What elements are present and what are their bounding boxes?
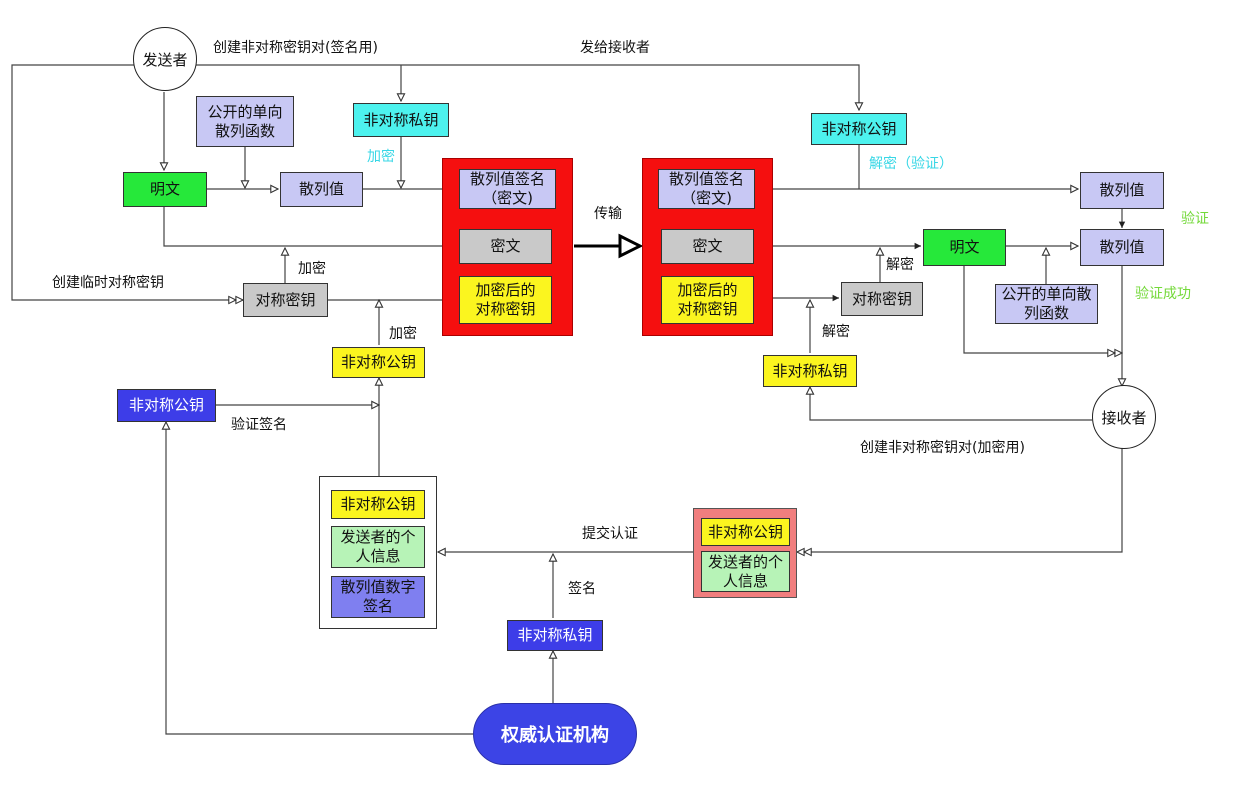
certificate-signature: 散列值数字 签名: [331, 576, 425, 618]
certificate-public-key: 非对称公钥: [331, 490, 425, 519]
label-transmit: 传输: [594, 206, 622, 222]
label-create-keypair-sign: 创建非对称密钥对(签名用): [213, 40, 378, 56]
packet-ciphertext-received: 密文: [661, 229, 754, 264]
request-sender-info: 发送者的个 人信息: [701, 551, 790, 592]
packet-signature-received: 散列值签名 （密文): [658, 169, 755, 209]
private-key-box: 非对称私钥: [353, 103, 449, 137]
label-create-keypair-encrypt: 创建非对称密钥对(加密用): [860, 440, 1025, 456]
request-public-key: 非对称公钥: [701, 518, 790, 546]
sender-public-key-box: 非对称公钥: [811, 113, 907, 145]
label-encrypt-signature: 加密: [367, 149, 395, 165]
certificate-authority: 权威认证机构: [473, 703, 637, 765]
label-send-to-receiver: 发给接收者: [580, 40, 650, 56]
hash-function-box: 公开的单向 散列函数: [196, 96, 294, 147]
decrypted-plaintext-box: 明文: [923, 229, 1006, 266]
decrypted-symmetric-key-box: 对称密钥: [841, 282, 923, 316]
computed-hash-box: 散列值: [1080, 229, 1164, 266]
receiver-private-key-box: 非对称私钥: [763, 355, 857, 387]
packet-signature: 散列值签名 （密文): [459, 169, 556, 209]
label-encrypt-key: 加密: [389, 326, 417, 342]
hash-value-box: 散列值: [280, 172, 363, 207]
receiver-bubble: 接收者: [1092, 385, 1156, 449]
label-decrypt-ciphertext: 解密: [886, 257, 914, 273]
decrypted-hash-box: 散列值: [1080, 172, 1164, 209]
label-decrypt-verify: 解密（验证）: [869, 156, 953, 172]
label-encrypt-plaintext: 加密: [298, 261, 326, 277]
certificate-sender-info: 发送者的个 人信息: [331, 526, 425, 568]
ca-public-key-box: 非对称公钥: [117, 389, 216, 422]
plaintext-box: 明文: [123, 172, 207, 207]
receiver-public-key-box: 非对称公钥: [332, 347, 425, 378]
ca-private-key-box: 非对称私钥: [507, 620, 603, 651]
label-create-temp-key: 创建临时对称密钥: [52, 275, 164, 291]
label-sign: 签名: [568, 581, 596, 597]
label-verify: 验证: [1181, 211, 1209, 227]
receiver-hash-function-box: 公开的单向散 列函数: [995, 284, 1098, 324]
label-verify-signature: 验证签名: [231, 417, 287, 433]
label-submit-cert: 提交认证: [582, 526, 638, 542]
transmit-arrowhead: [618, 233, 644, 259]
packet-ciphertext: 密文: [459, 229, 552, 264]
label-decrypt-key: 解密: [822, 324, 850, 340]
sender-bubble: 发送者: [133, 27, 197, 91]
packet-encrypted-key: 加密后的 对称密钥: [459, 276, 552, 324]
symmetric-key-box: 对称密钥: [243, 283, 328, 317]
label-verify-success: 验证成功: [1135, 286, 1191, 302]
packet-encrypted-key-received: 加密后的 对称密钥: [661, 276, 754, 324]
